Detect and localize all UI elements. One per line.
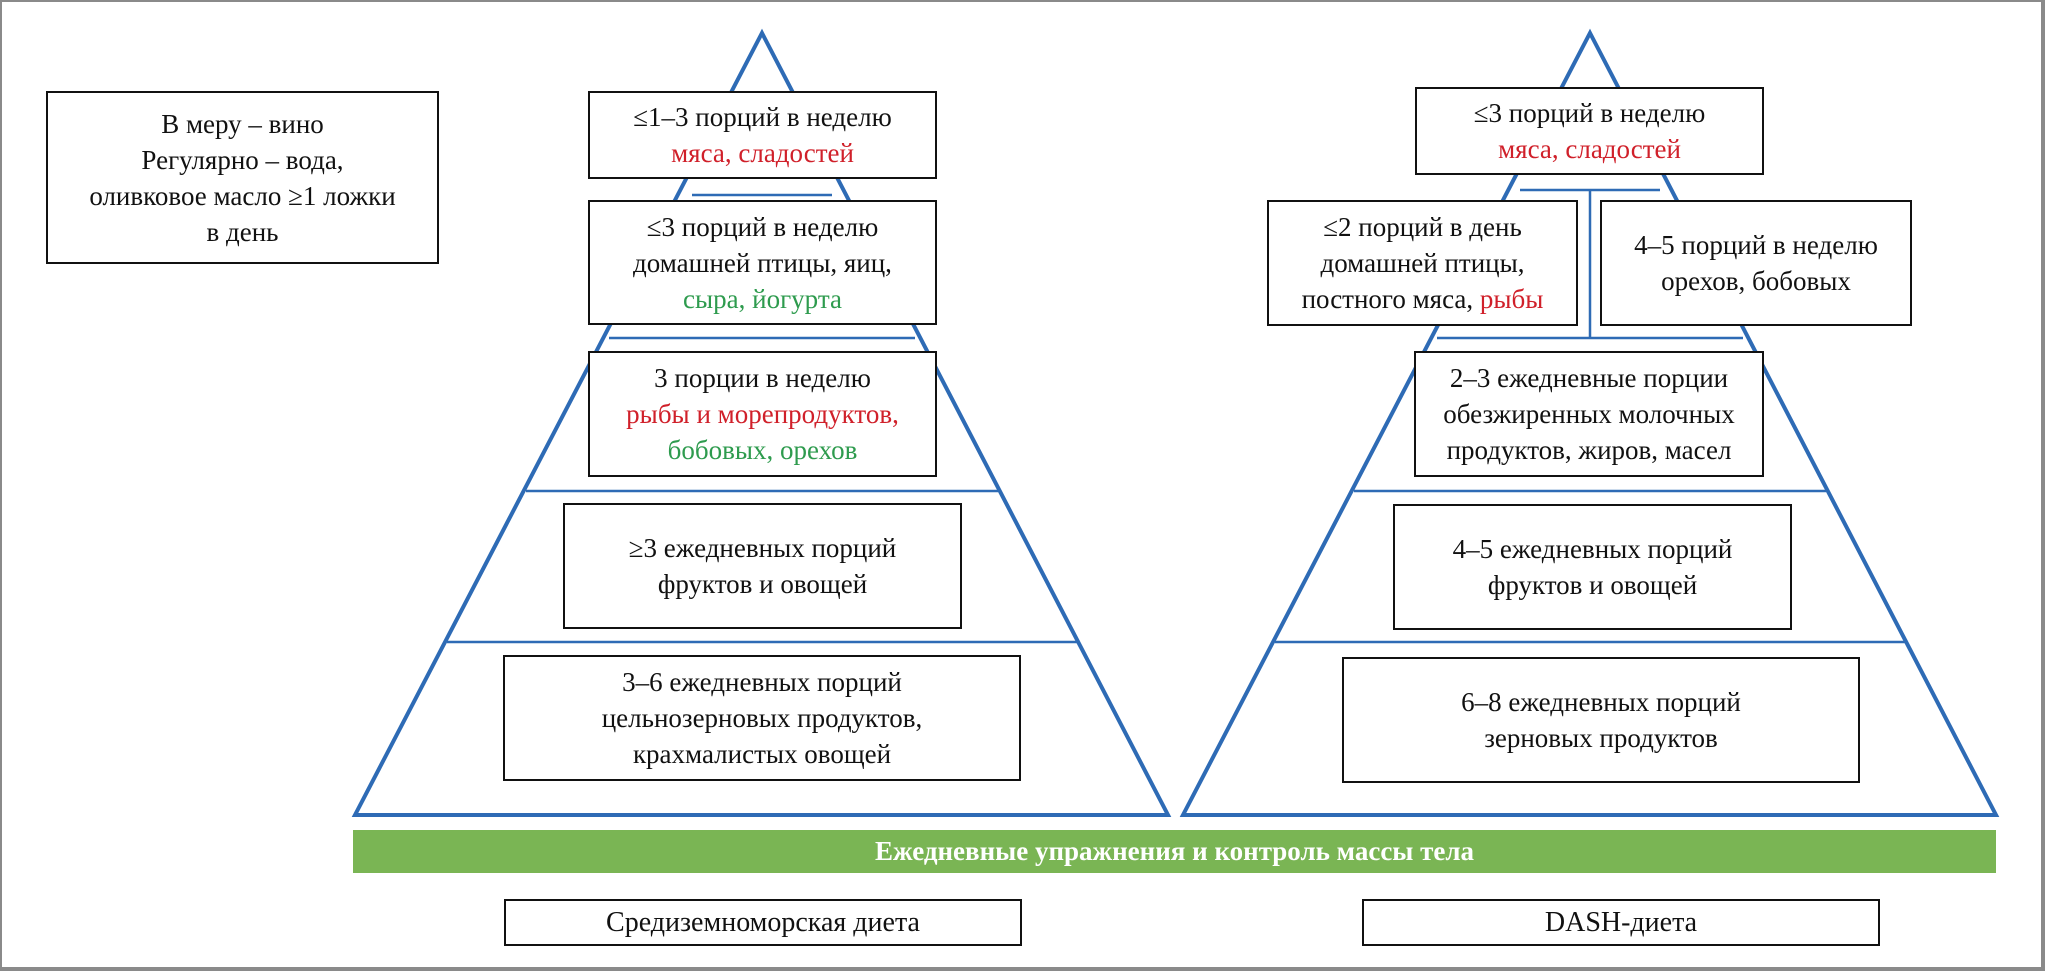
med-tier-fish-legumes: 3 порции в неделю рыбы и морепродуктов, …	[588, 351, 937, 477]
tier-text: фруктов и овощей	[1487, 570, 1698, 600]
tier-text: фруктов и овощей	[657, 569, 868, 599]
med-tier-meat-sweets: ≤1–3 порций в неделю мяса, сладостей	[588, 91, 937, 179]
side-note-line: В меру – вино	[161, 108, 324, 139]
tier-text: ≤3 порций в неделю	[646, 211, 879, 242]
tier-text: 3 порции в неделю	[654, 363, 871, 393]
exercise-weight-control-band: Ежедневные упражнения и контроль массы т…	[353, 830, 1996, 873]
tier-text: ≤3 порций в неделю	[1473, 98, 1706, 128]
tier-text: домашней птицы,	[1320, 248, 1525, 278]
tier-text: ≤1–3 порций в неделю	[633, 102, 892, 132]
tier-text: зерновых продуктов	[1484, 723, 1718, 753]
dash-tier-grains: 6–8 ежедневных порций зерновых продуктов	[1342, 657, 1860, 783]
dash-tier-poultry-fish: ≤2 порций в день домашней птицы, постног…	[1267, 200, 1578, 326]
med-tier-poultry-dairy: ≤3 порций в неделю домашней птицы, яиц, …	[588, 200, 937, 325]
dash-tier-nuts-legumes: 4–5 порций в неделю орехов, бобовых	[1600, 200, 1912, 326]
tier-text: крахмалистых овощей	[632, 739, 892, 769]
tier-text: 4–5 ежедневных порций	[1452, 534, 1733, 564]
tier-text-red: мяса, сладостей	[1498, 134, 1681, 164]
dash-tier-fruits-veg: 4–5 ежедневных порций фруктов и овощей	[1393, 504, 1792, 630]
tier-text: орехов, бобовых	[1661, 266, 1851, 296]
tier-text: 3–6 ежедневных порций	[622, 667, 902, 697]
tier-text: обезжиренных молочных	[1443, 399, 1735, 429]
tier-text-green: сыра, йогурта	[683, 283, 842, 314]
tier-text-red: мяса, сладостей	[671, 138, 854, 168]
dash-tier-meat-sweets: ≤3 порций в неделю мяса, сладостей	[1415, 87, 1764, 175]
side-note-box: В меру – вино Регулярно – вода, оливково…	[46, 91, 439, 264]
side-note-line: оливковое масло ≥1 ложки	[89, 180, 396, 211]
tier-text: цельнозерновых продуктов,	[601, 703, 923, 733]
mediterranean-diet-label: Средиземноморская диета	[504, 899, 1022, 946]
side-note-line: в день	[206, 216, 279, 247]
tier-text: ≤2 порций в день	[1323, 212, 1522, 242]
tier-text: 6–8 ежедневных порций	[1461, 687, 1741, 717]
dash-pyramid-outline	[1179, 28, 2000, 817]
tier-text: домашней птицы, яиц,	[633, 247, 892, 278]
mediterranean-pyramid-outline	[351, 28, 1172, 817]
side-note-line: Регулярно – вода,	[141, 144, 344, 175]
dash-tier-dairy-fats: 2–3 ежедневные порции обезжиренных молоч…	[1414, 351, 1764, 477]
tier-text: продуктов, жиров, масел	[1446, 435, 1732, 465]
tier-text: ≥3 ежедневных порций	[628, 533, 897, 563]
tier-text: 2–3 ежедневные порции	[1449, 363, 1729, 393]
tier-text-green: бобовых, орехов	[667, 435, 858, 465]
tier-text-red: рыбы	[1479, 284, 1544, 314]
tier-text: постного мяса, рыбы	[1302, 281, 1544, 317]
tier-text: 4–5 порций в неделю	[1634, 230, 1878, 260]
med-tier-whole-grains: 3–6 ежедневных порций цельнозерновых про…	[503, 655, 1021, 781]
med-tier-fruits-veg: ≥3 ежедневных порций фруктов и овощей	[563, 503, 962, 629]
tier-text-part: постного мяса,	[1301, 284, 1480, 314]
tier-text-red: рыбы и морепродуктов,	[626, 399, 899, 429]
dash-diet-label: DASH-диета	[1362, 899, 1880, 946]
